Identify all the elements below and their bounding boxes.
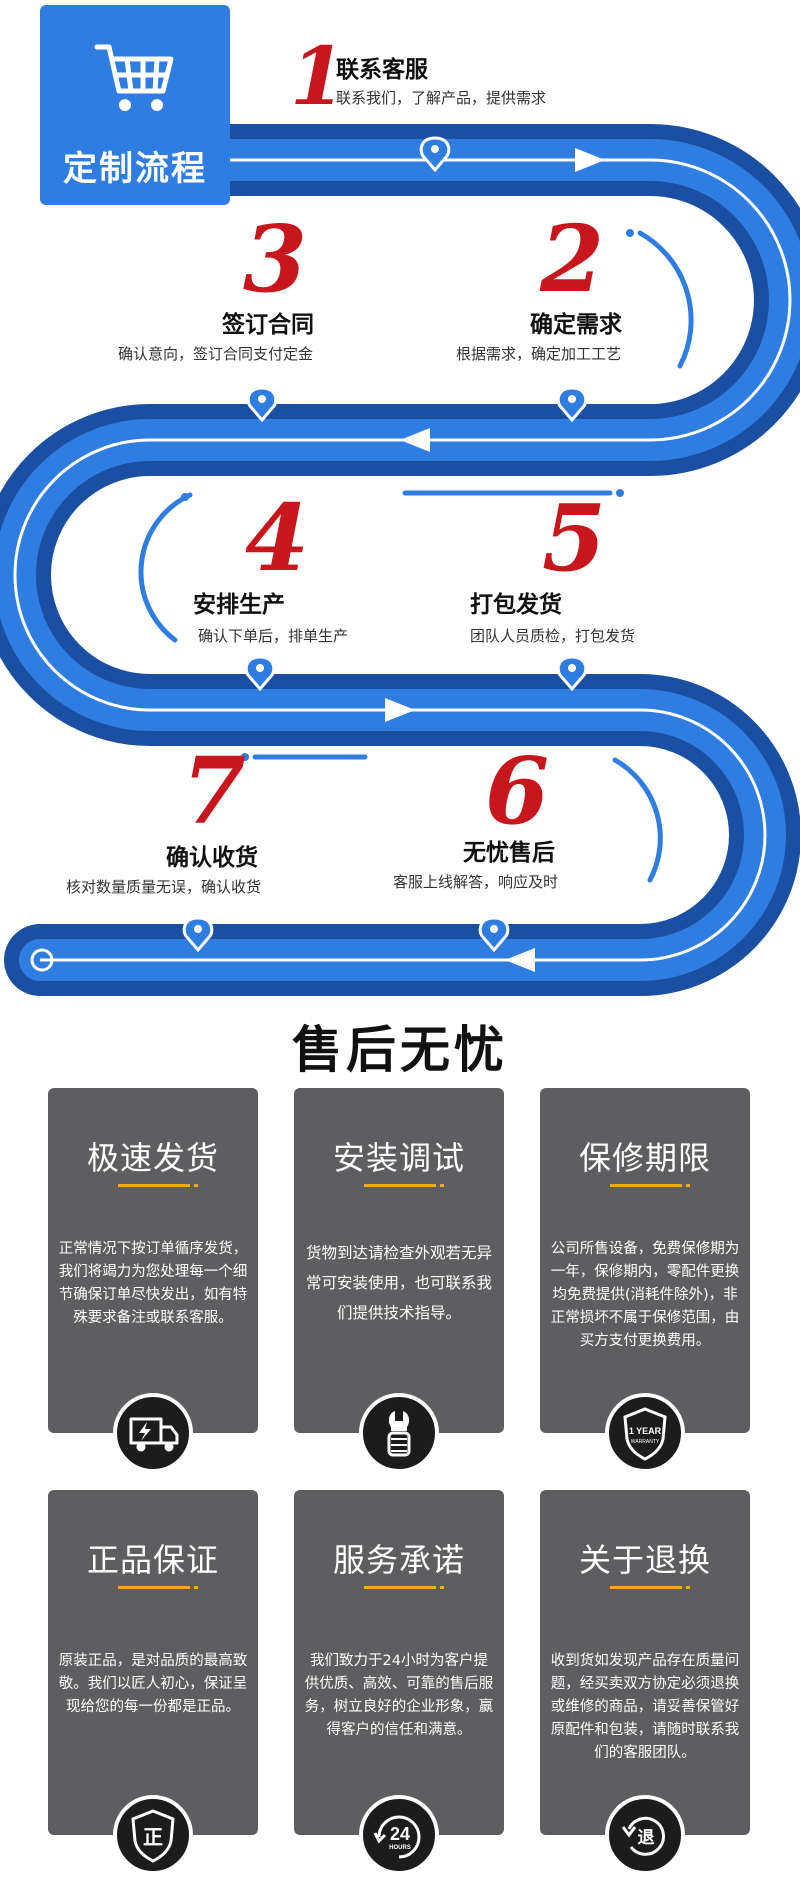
card-accent-line — [610, 1586, 690, 1589]
card-text: 我们致力于24小时为客户提供优质、高效、可靠的售后服务，树立良好的企业形象，赢得… — [304, 1653, 494, 1738]
location-pins — [182, 136, 588, 953]
step-3-desc: 确认意向，签订合同支付定金 — [118, 345, 314, 363]
card-title: 关于退换 — [578, 1541, 711, 1579]
card-accent-line — [364, 1184, 444, 1187]
card-accent-line — [364, 1586, 444, 1589]
step-4-number: 4 — [245, 484, 310, 592]
service-card-genuine: 正品保证 原装正品，是对品质的最高致敬。我们以匠人初心，保证呈现给您的每一份都是… — [48, 1490, 258, 1875]
custom-process-section: 定制流程 1 联系客服 联系我们，了解产品，提供需求 3 签订合同 确认意向，签… — [0, 5, 800, 996]
step-1-desc: 联系我们，了解产品，提供需求 — [336, 89, 547, 107]
step-2-title: 确定需求 — [530, 312, 622, 338]
card-title: 服务承诺 — [332, 1541, 465, 1579]
card-title: 安装调试 — [332, 1139, 465, 1177]
step-4-title: 安排生产 — [193, 592, 285, 618]
card-accent-line — [610, 1184, 690, 1187]
road-arrows — [385, 148, 605, 972]
card-text: 收到货如发现产品存在质量问题，经买卖双方协定必须退换或维修的商品，请妥善保管好原… — [550, 1653, 740, 1761]
genuine-shield-icon: 正 — [113, 1795, 193, 1875]
return-badge-text: 退 — [638, 1828, 655, 1848]
genuine-badge-text: 正 — [143, 1825, 163, 1849]
card-text: 正常情况下按订单循序发货，我们将竭力为您处理每一个细节确保订单尽快发出，如有特殊… — [58, 1241, 248, 1326]
step-1-number: 1 — [290, 29, 346, 123]
step-3-number: 3 — [243, 205, 308, 313]
step-4-desc: 确认下单后，排单生产 — [198, 627, 349, 645]
after-sales-title: 售后无忧 — [292, 1021, 508, 1079]
card-accent-line — [118, 1586, 198, 1589]
service-card-installation: 安装调试 货物到达请检查外观若无异常可安装使用，也可联系我们提供技术指导。 — [294, 1088, 504, 1473]
step-2-number: 2 — [540, 205, 605, 313]
service-card-returns: 关于退换 收到货如发现产品存在质量问题，经买卖双方协定必须退换或维修的商品，请妥… — [540, 1490, 750, 1875]
warranty-badge-sub: WARRANTY — [631, 1439, 660, 1445]
step-2-desc: 根据需求，确定加工工艺 — [456, 345, 622, 363]
step-5-title: 打包发货 — [470, 592, 562, 618]
card-accent-line — [118, 1184, 198, 1187]
step-6-title: 无忧售后 — [463, 840, 555, 866]
serpentine-road — [0, 124, 800, 996]
service-card-fast-delivery: 极速发货 正常情况下按订单循序发货，我们将竭力为您处理每一个细节确保订单尽快发出… — [48, 1088, 258, 1473]
card-title: 正品保证 — [86, 1541, 219, 1579]
step-7-desc: 核对数量质量无误，确认收货 — [66, 878, 262, 896]
service-card-commitment: 服务承诺 我们致力于24小时为客户提供优质、高效、可靠的售后服务，树立良好的企业… — [294, 1490, 504, 1875]
wrench-hand-icon — [359, 1393, 439, 1473]
step-7-title: 确认收货 — [166, 845, 258, 871]
24-hours-icon: 24 HOURS — [359, 1795, 439, 1875]
card-title: 极速发货 — [86, 1139, 219, 1177]
hours-badge-text: 24 — [390, 1824, 410, 1844]
step-5-number: 5 — [542, 484, 607, 592]
step-6-desc: 客服上线解答，响应及时 — [393, 873, 559, 891]
warranty-badge-text: 1 YEAR — [629, 1426, 662, 1436]
process-title: 定制流程 — [63, 149, 207, 189]
shopping-cart-icon — [94, 44, 174, 111]
process-badge: 定制流程 — [40, 5, 230, 205]
step-7-number: 7 — [182, 737, 247, 845]
service-card-warranty: 保修期限 公司所售设备，免费保修期为一年，保修期内，零配件更换均免费提供(消耗件… — [540, 1088, 750, 1473]
card-text: 原装正品，是对品质的最高致敬。我们以匠人初心，保证呈现给您的每一份都是正品。 — [58, 1653, 248, 1715]
hours-badge-sub: HOURS — [389, 1845, 411, 1851]
card-text: 货物到达请检查外观若无异常可安装使用，也可联系我们提供技术指导。 — [305, 1244, 492, 1322]
return-icon: 退 — [605, 1795, 685, 1875]
decorative-arcs — [138, 230, 694, 883]
card-text: 公司所售设备，免费保修期为一年，保修期内，零配件更换均免费提供(消耗件除外)，非… — [550, 1241, 740, 1349]
card-title: 保修期限 — [578, 1139, 711, 1177]
step-1-title: 联系客服 — [336, 57, 428, 83]
delivery-truck-icon — [113, 1393, 193, 1473]
warranty-shield-icon: 1 YEAR WARRANTY — [605, 1393, 685, 1473]
step-6-number: 6 — [485, 737, 550, 845]
step-3-title: 签订合同 — [222, 312, 314, 338]
step-5-desc: 团队人员质检，打包发货 — [470, 627, 636, 645]
